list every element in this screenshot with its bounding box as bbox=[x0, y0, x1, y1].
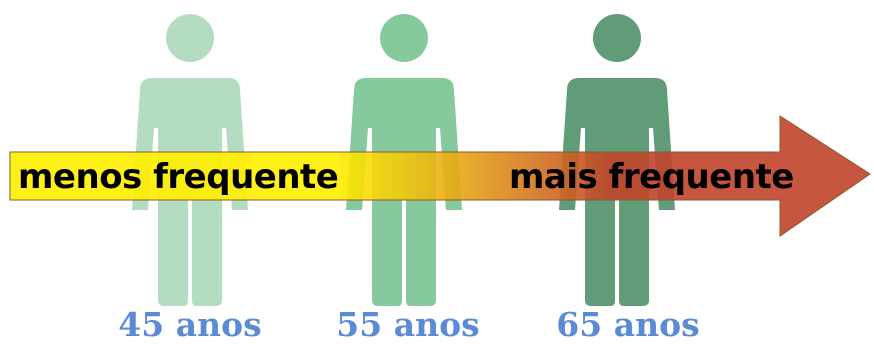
arrow-label-more-frequent: mais frequente bbox=[509, 157, 794, 197]
age-label-65: 65 anos bbox=[556, 305, 700, 344]
arrow-shape bbox=[9, 115, 871, 237]
age-label-55: 55 anos bbox=[336, 305, 480, 344]
arrow-label-less-frequent: menos frequente bbox=[18, 157, 339, 197]
age-label-45: 45 anos bbox=[118, 305, 262, 344]
